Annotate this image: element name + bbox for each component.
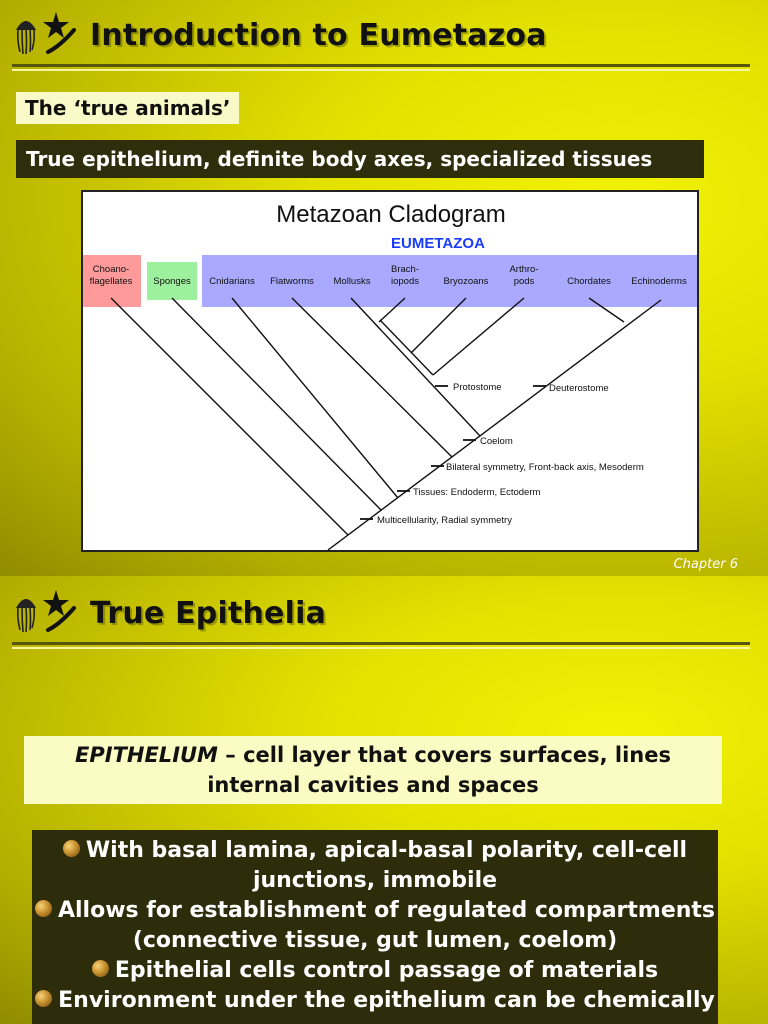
subtitle-label: The ‘true animals’ [16,92,240,124]
taxon-mollusks: Mollusks [334,276,371,287]
slide-title: Introduction to Eumetazoa [90,18,547,53]
eumetazoa-label: EUMETAZOA [391,235,485,252]
starfish-icon [43,12,69,38]
bullet-ball-icon [34,900,52,917]
taxon-brachiopods-l1: Brach- [391,264,419,275]
node-multicellularity: Multicellularity, Radial symmetry [377,515,512,526]
slide-title: True Epithelia [90,596,327,631]
taxon-chordates: Chordates [567,276,611,287]
bullet-ball-icon [91,960,109,977]
animal-logo [16,590,76,633]
taxon-sponges: Sponges [153,276,191,287]
worm-icon [46,606,76,632]
jellyfish-icon [16,599,36,633]
bullet-item: With basal lamina, apical-basal polarity… [32,836,718,866]
branch-brachiopods [378,297,406,323]
jellyfish-icon [16,21,36,55]
chapter-footer: Chapter 6 [673,557,738,572]
taxon-echinoderms: Echinoderms [631,276,687,287]
epithelium-definition: EPITHELIUM – cell layer that covers surf… [24,736,722,804]
metazoan-cladogram: Metazoan Cladogram EUMETAZOA Choano- fla… [81,190,699,552]
taxon-bryozoans: Bryozoans [444,276,489,287]
synapomorphy-ticks [360,385,546,520]
worm-icon [46,28,76,54]
bullet-item: Allows for establishment of regulated co… [32,896,718,926]
taxon-choanoflagellates-l1: Choano- [93,264,129,275]
trunk-branch [327,299,662,550]
protostome-stem [379,319,434,376]
taxon-brachiopods-l2: iopods [391,276,419,287]
definition-dash: – [217,743,244,767]
slide-true-epithelia: True Epithelia EPITHELIUM – cell layer t… [0,576,768,1024]
taxon-arthropods-l2: pods [514,276,535,287]
sponges-band [147,262,197,300]
bullet-item-continuation: junctions, immobile [252,868,498,893]
slide-intro-eumetazoa: Introduction to Eumetazoa The ‘true anim… [0,0,768,576]
node-bilateral: Bilateral symmetry, Front-back axis, Mes… [446,462,644,473]
definition-line-1: cell layer that covers surfaces, lines [243,743,671,767]
cladogram-branches [110,297,662,550]
branch-choanoflagellates [110,297,349,536]
branch-chordates [588,297,625,323]
node-protostome: Protostome [453,382,502,393]
cladogram-title: Metazoan Cladogram [276,201,505,228]
definition-term: EPITHELIUM [75,743,218,767]
taxon-choanoflagellates-l2: flagellates [90,276,133,287]
eumetazoa-band [202,255,697,307]
title-divider [12,642,750,645]
branch-bryozoans [410,297,467,354]
bullet-ball-icon [35,990,53,1007]
taxon-arthropods-l1: Arthro- [509,264,538,275]
node-tissues: Tissues: Endoderm, Ectoderm [413,487,541,498]
branch-flatworms [291,297,453,458]
bullet-item: Epithelial cells control passage of mate… [32,956,718,986]
branch-mollusks [350,297,481,437]
branch-cnidarians [231,297,399,499]
node-deuterostome: Deuterostome [549,383,609,394]
taxon-cnidarians: Cnidarians [209,276,255,287]
cladogram-diagram: Metazoan Cladogram EUMETAZOA Choano- fla… [83,201,697,550]
epithelia-bullet-list: With basal lamina, apical-basal polarity… [32,830,718,1024]
bullet-item: Environment under the epithelium can be … [32,986,718,1016]
branch-arthropods [432,297,525,376]
starfish-icon [43,590,69,616]
definition-line-2: internal cavities and spaces [207,773,539,797]
title-divider [12,64,750,67]
title-divider-highlight [12,647,750,649]
bullet-item-continuation: (connective tissue, gut lumen, coelom) [132,928,618,953]
key-features-banner: True epithelium, definite body axes, spe… [16,140,704,178]
taxon-flatworms: Flatworms [270,276,314,287]
title-divider-highlight [12,69,750,71]
branch-sponges [171,297,382,511]
bullet-ball-icon [62,840,80,857]
animal-logo [16,12,76,55]
node-coelom: Coelom [480,436,513,447]
